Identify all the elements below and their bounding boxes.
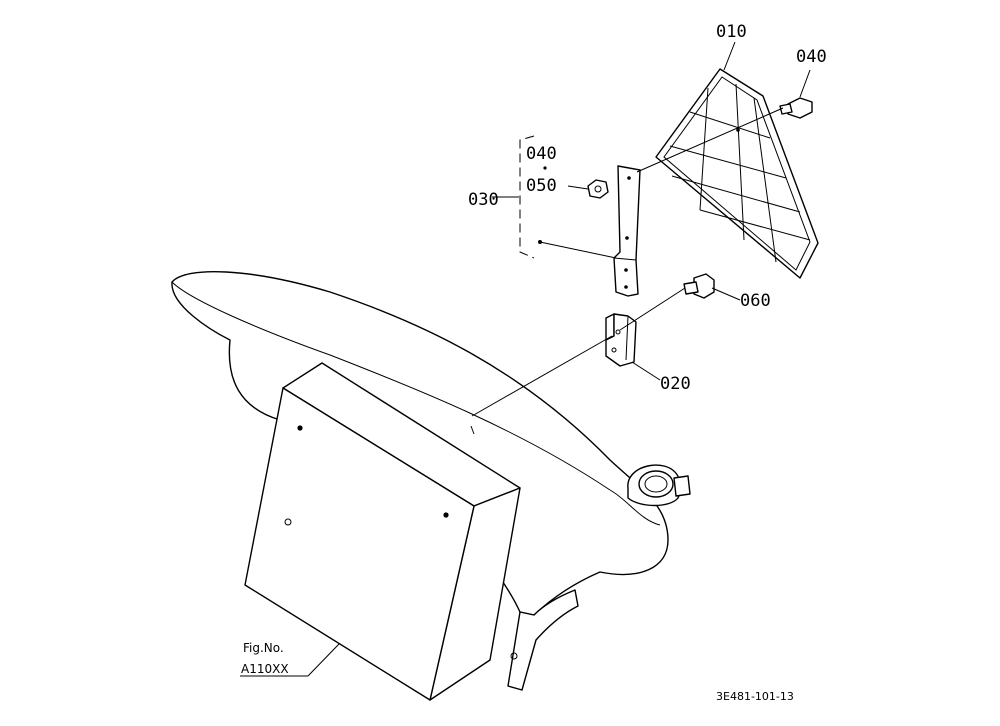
stay-hole-4 (624, 285, 628, 289)
bracket-020 (605, 313, 637, 367)
box-hole (284, 518, 292, 526)
leader-dot-050 (543, 166, 547, 170)
label-060: 060 (740, 291, 771, 311)
label-030: 030 (468, 190, 499, 210)
bolt-060 (683, 273, 715, 299)
fender-rear-bracket (507, 589, 579, 691)
leader-dot-030 (538, 240, 542, 244)
box-rivet-1 (297, 425, 303, 431)
figure-caption: Fig.No. (243, 641, 284, 655)
figure-number: A110XX (241, 662, 289, 676)
stay-hole-1 (627, 176, 631, 180)
reflector-frame (655, 68, 819, 279)
group-bracket-030 (519, 135, 535, 259)
reflector-grid (669, 83, 811, 263)
filler-cap (627, 464, 691, 507)
box-front-face (244, 387, 475, 701)
box-rivet-2 (443, 512, 449, 518)
drawing-code: 3E481-101-13 (716, 690, 794, 703)
reflector-grille (655, 68, 819, 279)
stay-bracket-030 (613, 165, 641, 297)
nut-050 (587, 179, 609, 199)
label-020: 020 (660, 374, 691, 394)
stay-hole-3 (624, 268, 628, 272)
label-040-group: 040 (526, 144, 557, 164)
label-040-top: 040 (796, 47, 827, 67)
leader-lines (240, 41, 811, 677)
bolt-040-target (736, 128, 740, 132)
stay-hole-2 (625, 236, 629, 240)
label-050: 050 (526, 176, 557, 196)
bolt-040 (736, 97, 813, 132)
label-010: 010 (716, 22, 747, 42)
box-panel (244, 362, 521, 701)
